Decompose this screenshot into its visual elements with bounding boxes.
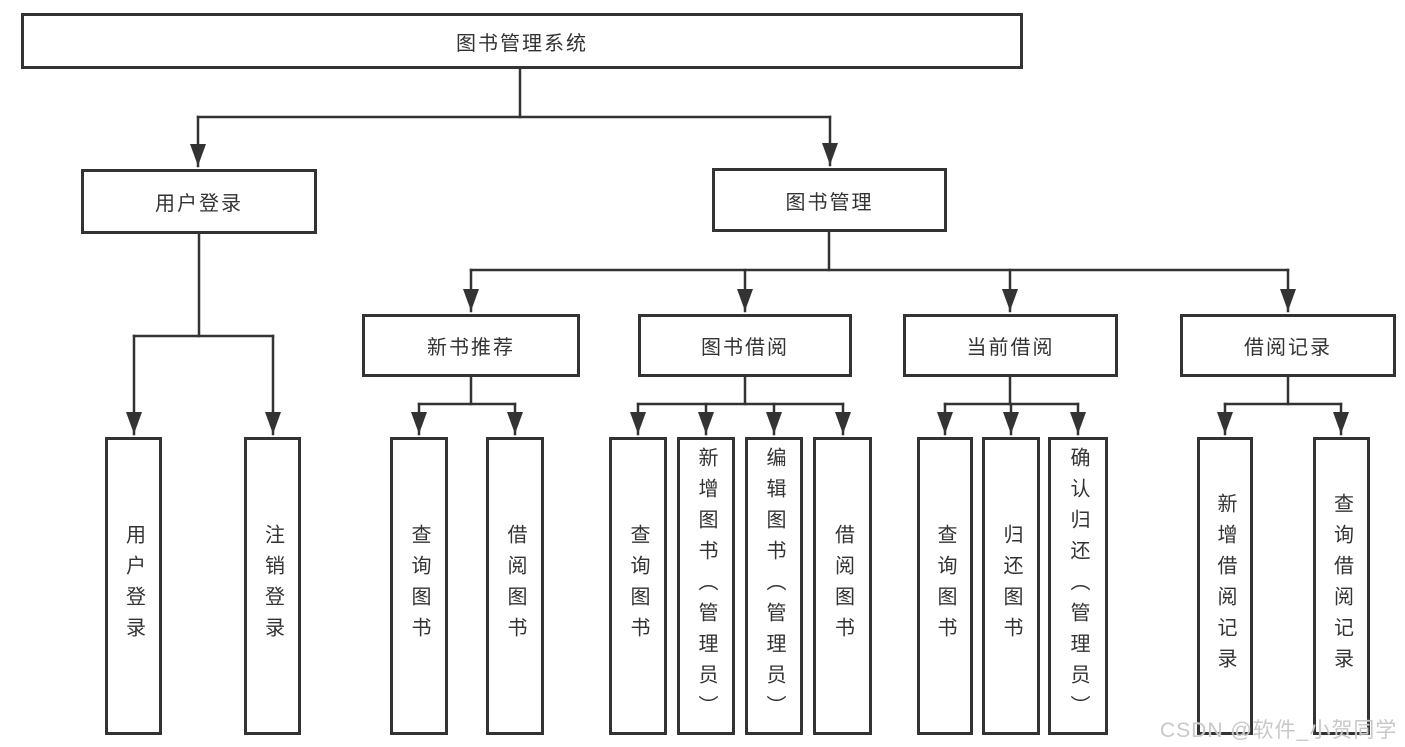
leaf-user-login: 用户登录 — [105, 437, 162, 735]
leaf-borrow-borrow-books-label: 借阅图书 — [831, 524, 854, 648]
leaf-logout: 注销登录 — [244, 437, 301, 735]
leaf-current-confirm-return-admin-label: 确认归还（管理员） — [1067, 446, 1089, 726]
leaf-borrow-add-books-admin-label: 新增图书（管理员） — [695, 446, 717, 726]
leaf-logout-label: 注销登录 — [261, 524, 284, 648]
leaf-recommend-borrow-books: 借阅图书 — [486, 437, 544, 735]
leaf-borrow-query-books: 查询图书 — [609, 437, 667, 735]
leaf-recommend-query-books-label: 查询图书 — [408, 524, 430, 648]
node-borrow-records: 借阅记录 — [1180, 314, 1396, 377]
node-new-book-recommend-label: 新书推荐 — [427, 337, 515, 359]
node-book-borrow-label: 图书借阅 — [701, 337, 789, 359]
leaf-borrow-query-books-label: 查询图书 — [627, 524, 649, 648]
node-user-login: 用户登录 — [81, 169, 317, 234]
node-current-borrow-label: 当前借阅 — [966, 337, 1055, 359]
node-library-management-system: 图书管理系统 — [21, 13, 1023, 69]
leaf-recommend-query-books: 查询图书 — [390, 437, 448, 735]
leaf-records-add-record-label: 新增借阅记录 — [1214, 493, 1236, 679]
leaf-records-query-record: 查询借阅记录 — [1313, 437, 1370, 735]
node-borrow-records-label: 借阅记录 — [1244, 337, 1332, 359]
leaf-records-query-record-label: 查询借阅记录 — [1330, 493, 1353, 679]
node-user-login-label: 用户登录 — [155, 193, 243, 215]
node-book-borrow: 图书借阅 — [638, 314, 852, 377]
leaf-recommend-borrow-books-label: 借阅图书 — [504, 524, 526, 648]
csdn-watermark: CSDN @软件_小贺同学 — [1160, 719, 1398, 742]
node-current-borrow: 当前借阅 — [903, 314, 1118, 377]
node-book-management: 图书管理 — [712, 168, 947, 232]
leaf-user-login-label: 用户登录 — [122, 524, 145, 648]
leaf-borrow-borrow-books: 借阅图书 — [813, 437, 872, 735]
node-book-management-label: 图书管理 — [785, 191, 874, 214]
node-new-book-recommend: 新书推荐 — [362, 314, 580, 377]
leaf-records-add-record: 新增借阅记录 — [1197, 437, 1253, 735]
leaf-borrow-edit-books-admin-label: 编辑图书（管理员） — [763, 446, 785, 726]
leaf-borrow-add-books-admin: 新增图书（管理员） — [677, 437, 735, 735]
leaf-current-query-books: 查询图书 — [917, 437, 973, 735]
leaf-borrow-edit-books-admin: 编辑图书（管理员） — [745, 437, 803, 735]
leaf-current-confirm-return-admin: 确认归还（管理员） — [1048, 437, 1108, 735]
leaf-current-return-books: 归还图书 — [982, 437, 1040, 735]
node-library-management-system-label: 图书管理系统 — [456, 32, 588, 55]
leaf-current-return-books-label: 归还图书 — [1000, 524, 1022, 648]
leaf-current-query-books-label: 查询图书 — [934, 524, 956, 648]
